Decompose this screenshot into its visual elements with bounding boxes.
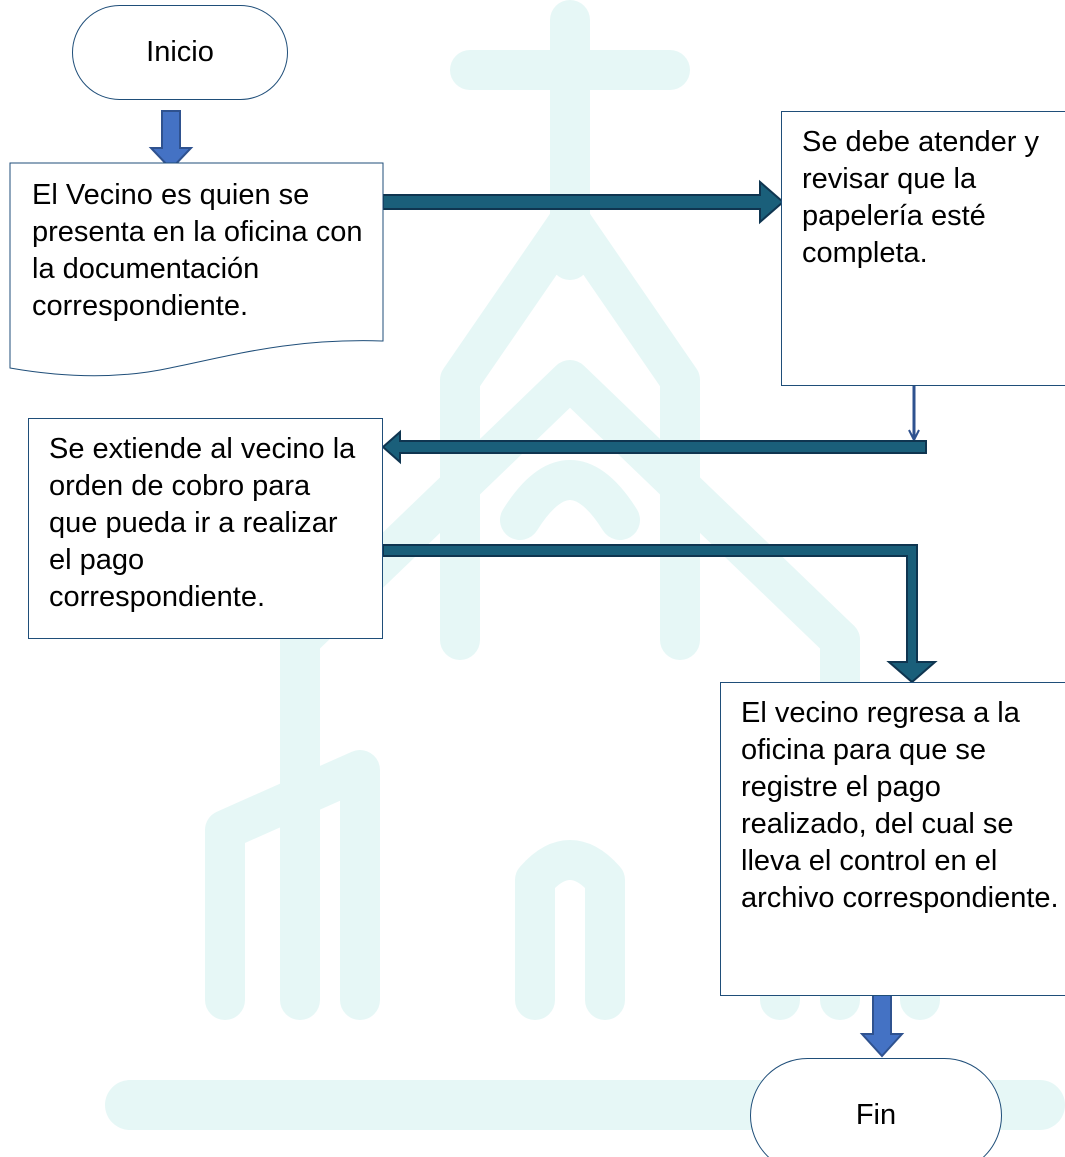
arrow-step3-to-step4 xyxy=(382,544,938,684)
step1-text: El Vecino es quien se presenta en la ofi… xyxy=(32,179,363,322)
arrow-start-to-step1 xyxy=(148,110,194,171)
start-label: Inicio xyxy=(146,36,214,68)
step4-process: El vecino regresa a la oficina para que … xyxy=(720,682,1065,996)
arrow-step1-to-step2 xyxy=(382,179,785,225)
step4-text: El vecino regresa a la oficina para que … xyxy=(741,697,1059,914)
start-terminal: Inicio xyxy=(72,5,288,100)
step2-text: Se debe atender y revisar que la papeler… xyxy=(802,126,1040,269)
end-label: Fin xyxy=(855,1099,897,1131)
step3-process: Se extiende al vecino la orden de cobro … xyxy=(28,418,383,639)
step1-document-shape xyxy=(9,162,384,377)
step3-text: Se extiende al vecino la orden de cobro … xyxy=(49,433,356,613)
step2-process: Se debe atender y revisar que la papeler… xyxy=(781,111,1065,386)
step1-document: El Vecino es quien se presenta en la ofi… xyxy=(10,163,383,373)
arrow-step4-to-end xyxy=(859,994,905,1058)
end-terminal: Fin xyxy=(750,1058,1002,1157)
arrow-step2-to-step3 xyxy=(381,429,927,465)
